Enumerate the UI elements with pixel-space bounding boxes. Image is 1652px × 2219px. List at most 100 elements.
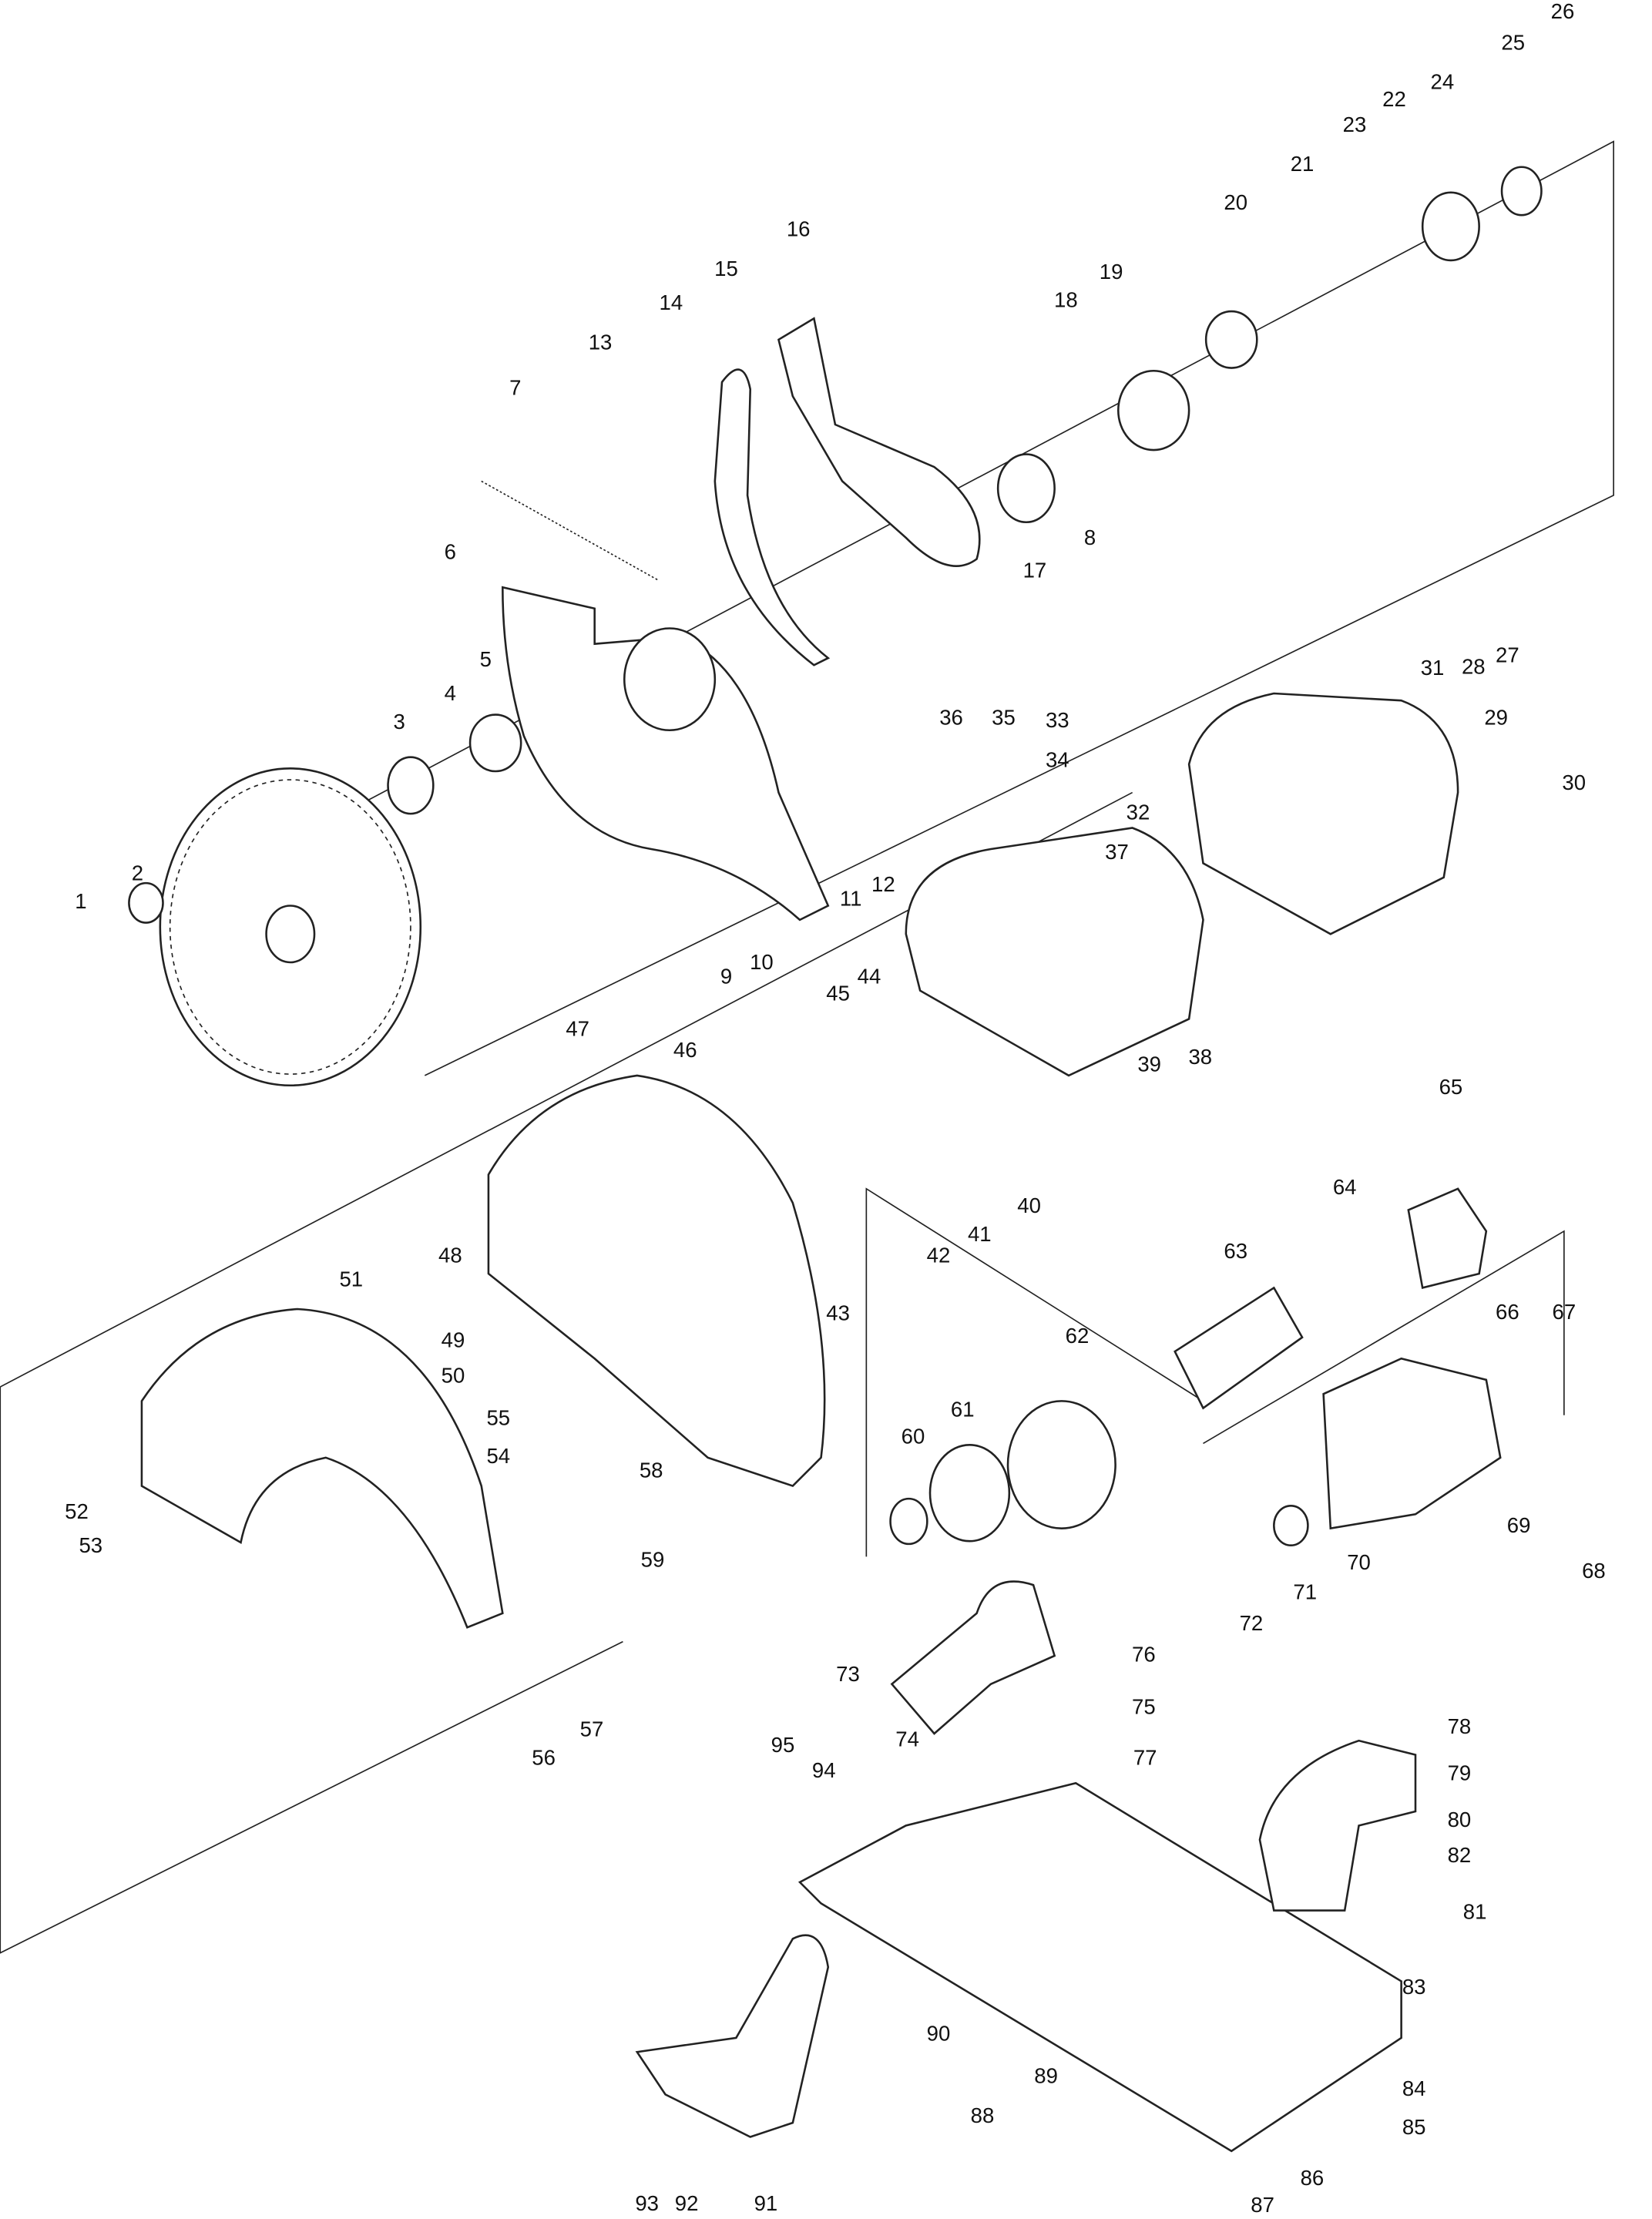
part-label-90: 90 [927,2022,951,2046]
tension-spring [481,480,659,581]
part-label-4: 4 [445,681,456,705]
bearing-25 [1500,166,1543,217]
part-label-32: 32 [1127,800,1150,824]
part-label-27: 27 [1496,643,1519,667]
blade-bore [265,905,316,964]
part-label-37: 37 [1105,840,1129,864]
housing-cover-39 [905,827,1204,1077]
part-label-12: 12 [871,872,895,896]
outer-flange [128,881,164,924]
part-label-54: 54 [486,1444,510,1468]
part-label-30: 30 [1562,770,1586,794]
blade-case [487,1074,826,1488]
part-label-9: 9 [720,965,732,989]
part-label-91: 91 [754,2191,778,2215]
part-label-41: 41 [968,1222,992,1246]
part-label-84: 84 [1402,2076,1426,2100]
part-label-89: 89 [1034,2064,1058,2088]
part-label-64: 64 [1333,1175,1357,1199]
part-label-95: 95 [771,1733,795,1757]
guard-spindle-hole [623,627,717,732]
part-label-93: 93 [635,2191,659,2215]
gear-housing [1187,692,1459,935]
lower-guard [140,1308,504,1629]
part-label-85: 85 [1402,2115,1426,2139]
part-label-36: 36 [939,705,963,729]
base-plate [797,1781,1402,2153]
part-label-2: 2 [132,861,143,885]
part-label-39: 39 [1137,1052,1161,1076]
part-label-40: 40 [1017,1193,1041,1217]
part-label-42: 42 [927,1243,951,1267]
part-label-71: 71 [1293,1580,1317,1604]
part-label-66: 66 [1496,1300,1519,1324]
part-label-15: 15 [714,257,738,280]
part-label-59: 59 [641,1547,665,1571]
gear-24 [1421,191,1480,262]
cap-20 [1204,310,1258,369]
assembly-line-upper [141,140,1614,1076]
part-label-38: 38 [1188,1045,1212,1069]
part-label-62: 62 [1066,1324,1090,1348]
part-label-70: 70 [1347,1550,1371,1574]
part-label-80: 80 [1448,1808,1472,1831]
part-label-24: 24 [1431,70,1455,94]
part-label-52: 52 [65,1499,89,1523]
part-label-60: 60 [902,1424,925,1448]
part-label-78: 78 [1448,1714,1472,1738]
guard-lever [714,368,831,666]
part-label-7: 7 [509,375,521,399]
part-label-87: 87 [1251,2193,1274,2217]
angle-guide-91 [635,1934,830,2138]
motor-housing [1322,1357,1502,1530]
handle-78 [1258,1739,1417,1912]
part-label-47: 47 [566,1016,589,1040]
part-label-61: 61 [951,1398,975,1422]
part-label-44: 44 [858,965,881,989]
part-label-72: 72 [1240,1611,1264,1635]
part-label-88: 88 [971,2103,995,2127]
part-label-17: 17 [1023,558,1047,582]
part-label-50: 50 [442,1363,465,1387]
part-label-51: 51 [339,1267,363,1291]
part-label-74: 74 [895,1727,919,1751]
part-label-75: 75 [1132,1694,1156,1718]
part-label-69: 69 [1507,1513,1531,1537]
part-label-73: 73 [836,1662,860,1686]
assembly-line-motor [865,1187,1565,1557]
part-label-77: 77 [1133,1745,1157,1769]
part-label-94: 94 [812,1758,836,1782]
part-label-29: 29 [1484,705,1508,729]
parts-drawing [0,140,1614,2153]
part-label-45: 45 [826,982,850,1005]
part-label-26: 26 [1551,0,1575,23]
part-label-23: 23 [1343,112,1367,136]
bracket-73 [890,1580,1056,1735]
blade-guard-upper [502,586,830,922]
part-label-21: 21 [1291,152,1315,176]
part-label-53: 53 [79,1533,102,1557]
armature [1174,1286,1304,1410]
flange-5 [468,713,522,773]
inner-flange [387,756,435,815]
brg-60 [889,1497,928,1546]
part-label-20: 20 [1224,190,1247,214]
part-label-13: 13 [589,331,613,354]
part-label-10: 10 [750,950,774,974]
part-label-28: 28 [1462,654,1486,678]
part-label-92: 92 [675,2191,699,2215]
saw-blade-teeth [169,779,411,1075]
part-label-81: 81 [1463,1900,1487,1924]
part-label-18: 18 [1054,288,1078,312]
part-label-86: 86 [1301,2166,1325,2190]
brg-71 [1273,1505,1309,1546]
brush-holder-65 [1407,1187,1488,1290]
part-label-48: 48 [438,1243,462,1267]
part-label-65: 65 [1439,1075,1463,1099]
part-label-5: 5 [480,647,492,671]
part-label-6: 6 [445,540,456,564]
part-label-58: 58 [640,1459,663,1482]
part-label-1: 1 [75,889,86,913]
